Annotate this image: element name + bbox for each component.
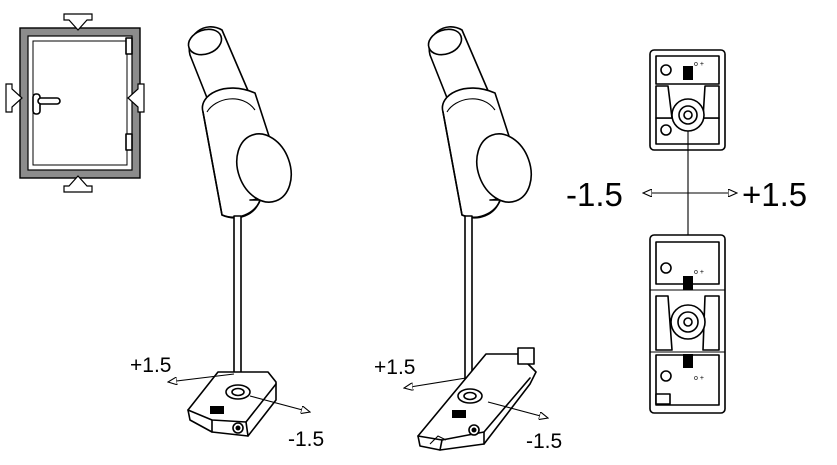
keeper-plate-icon: [417, 347, 537, 451]
keeper-plate-icon: [187, 371, 277, 437]
adjustment-key-icon: [427, 26, 533, 389]
minus-label: -1.5: [566, 176, 623, 213]
keeper-plate-icon: o + o +: [649, 234, 726, 414]
window-frame-icon: [5, 13, 145, 193]
adjustment-key-icon: [187, 26, 293, 387]
plus-label: +1.5: [130, 354, 171, 377]
svg-text:o +: o +: [694, 375, 704, 382]
minus-label: -1.5: [288, 428, 324, 451]
minus-arrow: [487, 401, 548, 418]
plus-label: +1.5: [374, 356, 415, 379]
plus-arrow: [168, 373, 235, 382]
minus-arrow: [249, 395, 310, 412]
plus-label: +1.5: [742, 176, 807, 213]
plus-arrow: [404, 377, 467, 388]
keeper-plate-icon: o +: [649, 49, 726, 151]
svg-text:o +: o +: [694, 269, 704, 276]
minus-label: -1.5: [526, 430, 562, 453]
svg-text:o +: o +: [694, 61, 704, 68]
